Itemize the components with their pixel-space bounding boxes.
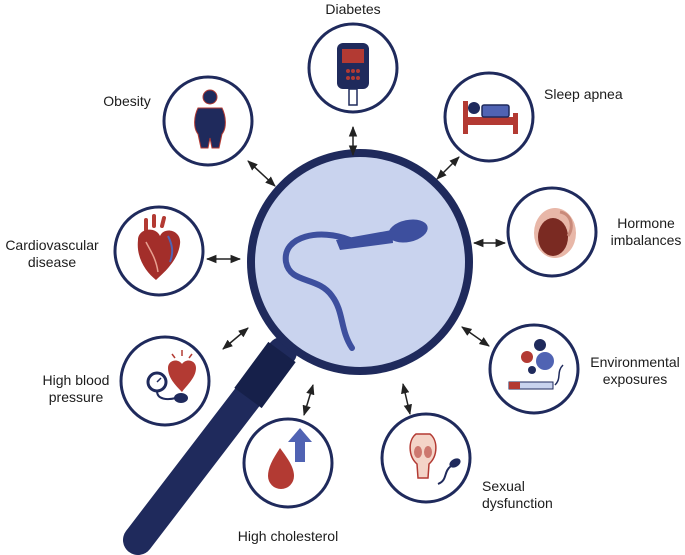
sperm-icon — [282, 219, 428, 351]
label-obesity: Obesity — [103, 93, 151, 109]
node-obesity — [162, 75, 254, 167]
label-diabetes: Diabetes — [325, 1, 381, 17]
node-environmental-exposures — [488, 323, 580, 415]
label-sexual-dysfunction: Sexual dysfunction — [482, 478, 553, 511]
person-obese-icon — [194, 89, 226, 149]
blood-pressure-gauge-icon — [146, 350, 196, 403]
pollution-icon — [508, 339, 564, 390]
label-environmental-exposures: Environmental exposures — [590, 354, 680, 387]
reproductive-organ-icon — [409, 433, 461, 485]
node-sexual-dysfunction — [380, 412, 472, 504]
arrow-environmental-exposures — [461, 326, 490, 347]
label-sleep-apnea: Sleep apnea — [544, 86, 623, 102]
label-cardiovascular-disease: Cardiovascular disease — [5, 237, 99, 270]
node-high-blood-pressure — [119, 335, 211, 427]
node-hormone-imbalances — [506, 186, 598, 278]
testis-icon — [534, 208, 576, 258]
node-diabetes — [307, 22, 399, 114]
label-high-blood-pressure: High blood pressure — [42, 372, 110, 405]
bed-icon — [463, 101, 518, 134]
node-cardiovascular-disease — [113, 205, 205, 297]
arrow-sleep-apnea — [436, 156, 460, 180]
connector-arrows — [205, 125, 507, 417]
magnifier-lens — [247, 149, 473, 375]
arrow-high-blood-pressure — [222, 327, 249, 350]
label-hormone-imbalances: Hormone imbalances — [610, 215, 682, 248]
label-high-cholesterol: High cholesterol — [237, 528, 339, 544]
heart-icon — [137, 214, 181, 280]
blood-drop-up-arrow-icon — [268, 428, 312, 489]
arrow-high-cholesterol — [302, 383, 315, 417]
arrow-sexual-dysfunction — [401, 382, 412, 416]
arrow-obesity — [247, 160, 276, 187]
node-high-cholesterol — [242, 417, 334, 509]
glucose-meter-icon — [337, 43, 369, 106]
magnifier-handle — [123, 337, 297, 555]
node-sleep-apnea — [443, 71, 535, 163]
